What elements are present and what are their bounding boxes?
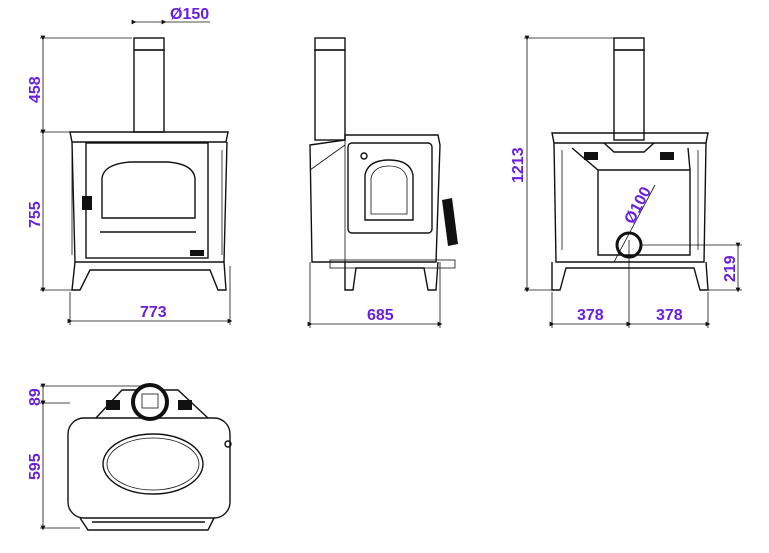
side-body	[309, 134, 441, 263]
top-flue-circle	[131, 383, 169, 421]
back-flue-pipe	[613, 49, 645, 141]
flue-pipe	[133, 49, 165, 133]
front-view: Ø150 458 755 773	[27, 6, 233, 325]
top-flue-offset-label: 89	[27, 388, 44, 406]
top-depth-label: 595	[27, 453, 44, 480]
side-handle	[442, 198, 458, 246]
top-view: 89 595	[27, 383, 232, 531]
top-body	[67, 417, 231, 519]
door-handle	[82, 196, 92, 210]
stove-body	[71, 141, 228, 263]
side-door	[347, 142, 433, 234]
rear-half-left-label: 378	[577, 307, 604, 324]
body-height-label: 755	[27, 201, 44, 228]
rear-outlet-height-label: 219	[722, 255, 739, 282]
total-height-label: 1213	[510, 147, 527, 183]
side-view: 685	[307, 37, 458, 328]
door-window	[101, 161, 196, 219]
rear-half-right-label: 378	[656, 307, 683, 324]
side-window	[364, 159, 414, 221]
stove-door	[85, 142, 209, 259]
stove-top	[69, 131, 229, 143]
back-view: Ø100 1213 219 378 378	[510, 35, 742, 328]
flue-diameter-label: Ø150	[170, 6, 209, 23]
flue-height-label: 458	[27, 76, 44, 103]
side-flue-pipe	[314, 49, 346, 141]
flue-collar	[133, 37, 165, 51]
front-width-label: 773	[140, 304, 167, 321]
side-depth-label: 685	[367, 307, 394, 324]
top-cooking-plate	[102, 433, 204, 495]
rear-outlet-diameter-label: Ø100	[622, 184, 655, 227]
